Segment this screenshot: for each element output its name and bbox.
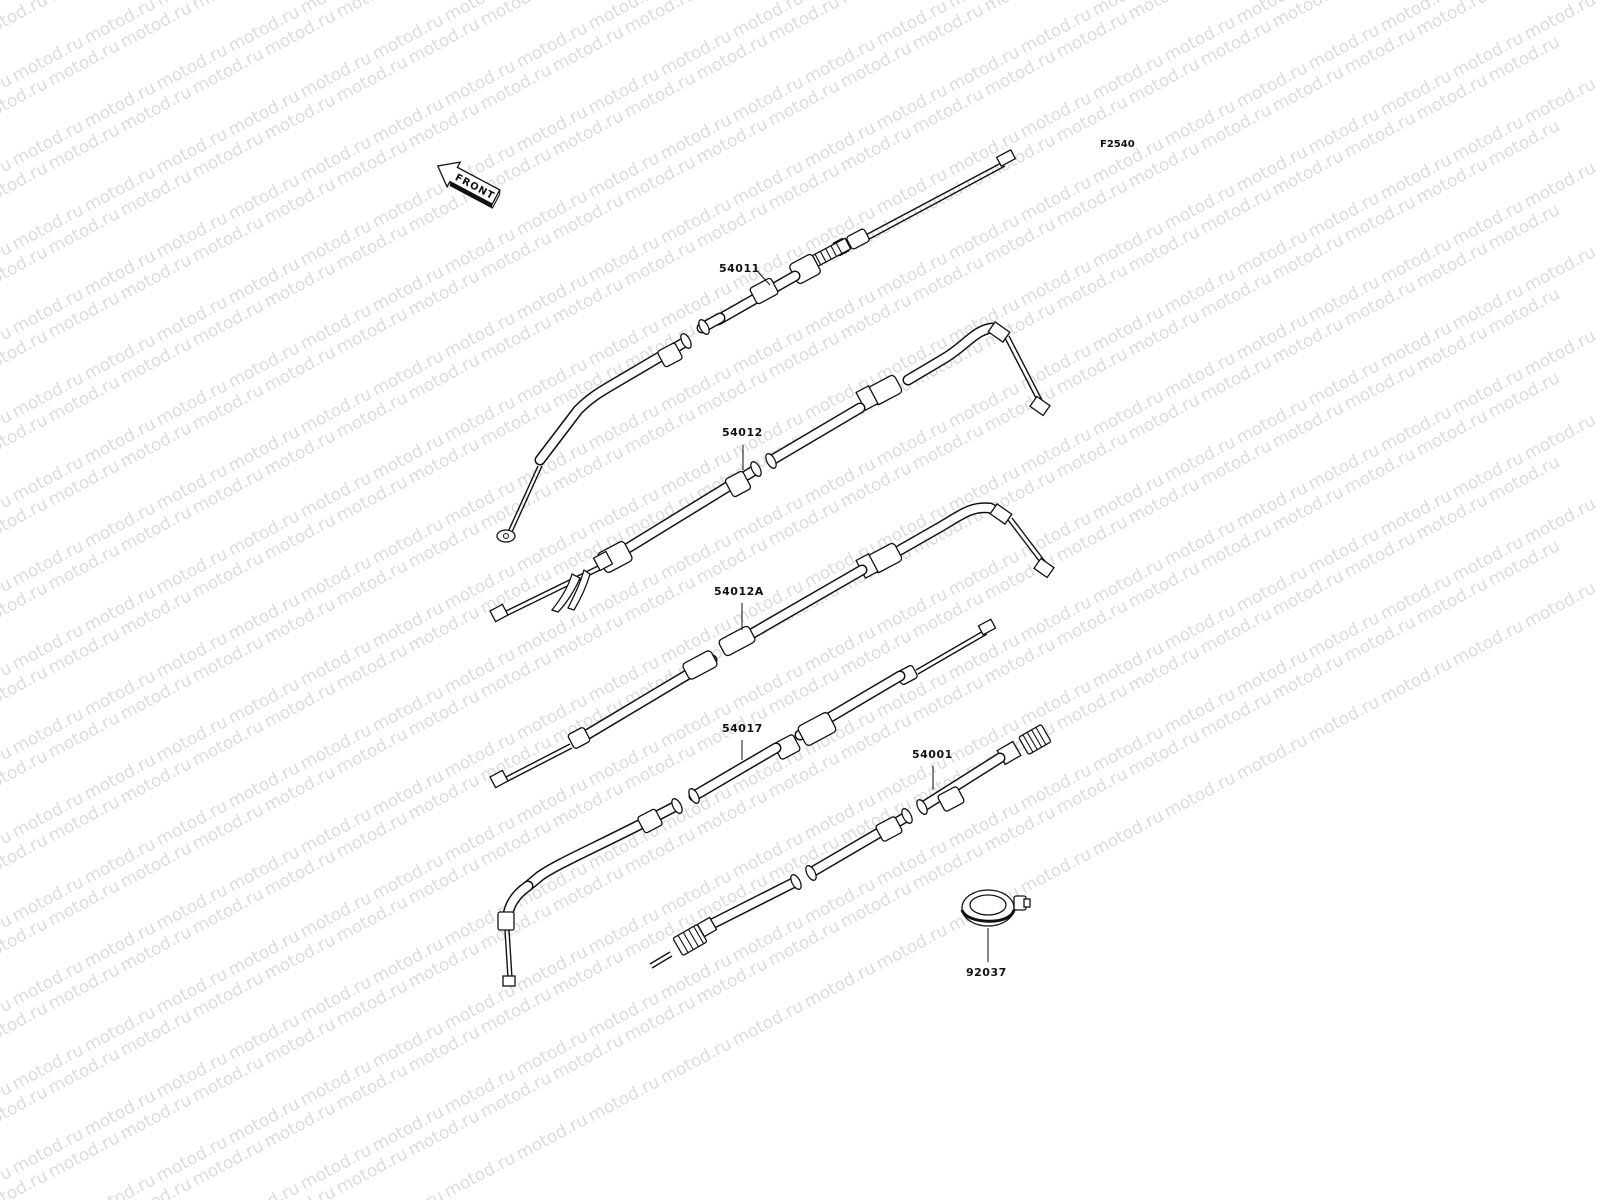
watermark-text: motod.ru (729, 996, 807, 1050)
watermark-text: motod.ru (1305, 692, 1383, 746)
watermark-text: motod.ru (801, 958, 879, 1012)
watermark-text: motod.ru (837, 0, 915, 8)
part-number-54012A: 54012A (714, 585, 764, 598)
watermark-text: motod.ru (981, 0, 1059, 16)
cable-54012: 54012 (489, 321, 1051, 623)
cable-54012A: 54012A (489, 502, 1055, 789)
watermark-text: motod.ru (333, 0, 411, 22)
watermark-text: motod.ru (369, 1186, 447, 1200)
watermark-text: motod.ru (1521, 326, 1599, 380)
watermark-text: motod.ru (225, 1178, 303, 1200)
watermark-text: motod.ru (1521, 74, 1599, 128)
watermark-text: motod.ru (1017, 844, 1095, 898)
part-number-54012: 54012 (722, 426, 763, 439)
watermark-text: motod.ru (0, 0, 15, 2)
watermark-text: motod.ru (873, 920, 951, 974)
figure-code: F2540 (1100, 139, 1135, 150)
watermark-text: motod.ru (1485, 0, 1563, 2)
part-number-92037: 92037 (966, 966, 1007, 979)
watermark-text: motod.ru (1521, 0, 1599, 44)
watermark-text: motod.ru (585, 1072, 663, 1126)
watermark-text: motod.ru (1521, 242, 1599, 296)
watermark-text: motod.ru (513, 1110, 591, 1164)
watermark-text: motod.ru (0, 0, 51, 44)
part-number-54001: 54001 (912, 748, 953, 761)
clamp-92037: 92037 (960, 889, 1031, 979)
part-number-54011: 54011 (719, 262, 760, 275)
watermark-text: motod.ru (1521, 410, 1599, 464)
watermark-text: motod.ru (657, 1034, 735, 1088)
watermark-text: motod.ru (441, 1148, 519, 1200)
watermark-text: motod.ru (45, 0, 123, 6)
cable-54011: 54011 (496, 148, 1017, 543)
watermark-text: motod.ru (1377, 654, 1455, 708)
watermark-text: motod.ru (1161, 768, 1239, 822)
part-number-54017: 54017 (722, 722, 763, 735)
watermark-text: motod.ru (1521, 158, 1599, 212)
watermark-text: motod.ru (1449, 616, 1527, 670)
watermark-text: motod.ru (1233, 730, 1311, 784)
watermark-text: motod.ru (1521, 494, 1599, 548)
watermark-text: motod.ru (189, 0, 267, 14)
watermark-text: motod.ru (1089, 806, 1167, 860)
cable-54017: 54017 (497, 618, 997, 987)
watermark-text: motod.ru (1125, 0, 1203, 24)
cable-54001: 54001 (649, 724, 1052, 969)
watermark-text: motod.ru (1521, 578, 1599, 632)
